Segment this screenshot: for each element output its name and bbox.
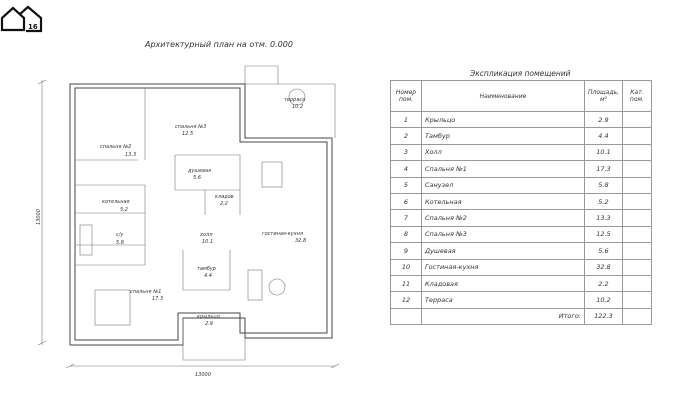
svg-text:2.9: 2.9 — [205, 321, 213, 327]
cell-area: 13.3 — [584, 209, 623, 227]
room-name: крыльцо — [197, 314, 220, 320]
room-name: тамбур — [197, 266, 216, 272]
room-name: спальня №2 — [100, 144, 131, 150]
room-name: кладов — [215, 194, 234, 200]
cell-area: 5.6 — [584, 242, 623, 260]
room-name: котельная — [102, 199, 130, 205]
svg-text:12.5: 12.5 — [182, 131, 193, 137]
svg-text:2.2: 2.2 — [220, 201, 228, 207]
svg-text:4.4: 4.4 — [204, 273, 212, 279]
room-name: терраса — [284, 97, 305, 103]
dimension-lines: 13000 13000 — [36, 79, 340, 378]
svg-text:10.1: 10.1 — [202, 239, 213, 245]
svg-text:13.3: 13.3 — [125, 152, 136, 158]
cell-area: 10.2 — [584, 291, 623, 309]
cell-n: 4 — [390, 160, 422, 178]
cell-n: 5 — [390, 176, 422, 194]
cell-name: Кладовая — [421, 274, 585, 293]
cell-name: Тамбур — [421, 127, 585, 145]
walls — [69, 65, 336, 361]
cell-area: 5.2 — [584, 192, 623, 211]
cell-name: Котельная — [421, 192, 585, 211]
cell-name: Холл — [421, 143, 585, 162]
cell-name: Спальня №2 — [421, 209, 585, 227]
cell-name: Душевая — [421, 242, 585, 260]
plan-title: Архитектурный план на отм. 0.000 — [144, 40, 293, 49]
svg-text:5.2: 5.2 — [120, 207, 128, 213]
svg-text:13000: 13000 — [195, 372, 211, 378]
cell-area: 2.2 — [584, 274, 623, 293]
cell-n: 7 — [390, 209, 422, 227]
cell-n: 8 — [390, 225, 422, 244]
cell-n: 9 — [390, 242, 422, 260]
cell-name: Крыльцо — [421, 110, 585, 129]
svg-text:16: 16 — [28, 23, 38, 31]
cell-area: 2.9 — [584, 110, 623, 129]
svg-text:5.6: 5.6 — [193, 175, 201, 181]
cell-n: 10 — [390, 258, 422, 276]
cell-name: Гостиная-кухня — [421, 258, 585, 276]
cell-n: 3 — [390, 143, 422, 162]
cell-name: Спальня №1 — [421, 160, 585, 178]
svg-text:17.3: 17.3 — [152, 296, 163, 302]
table-title: Экспликация помещений — [469, 69, 571, 78]
room-name: спальня №1 — [130, 289, 161, 295]
cell-name: Санузел — [421, 176, 585, 194]
room-name: гостиная-кухня — [262, 231, 303, 237]
table-total-row: Итого:122.3 — [390, 307, 652, 326]
room-name: холл — [199, 232, 213, 238]
cell-n: 2 — [390, 127, 422, 145]
svg-text:32.8: 32.8 — [295, 238, 306, 244]
cell-area: 32.8 — [584, 258, 623, 276]
room-name: с/у — [116, 232, 124, 238]
cell-n: 11 — [390, 274, 422, 293]
cell-n: 6 — [390, 192, 422, 211]
cell-name: Спальня №3 — [421, 225, 585, 244]
cell-n: 12 — [390, 291, 422, 309]
cell-area: 12.5 — [584, 225, 623, 244]
svg-text:5.8: 5.8 — [116, 240, 124, 246]
logo-house-icon: 16 — [0, 5, 43, 33]
cell-area: 5.8 — [584, 176, 623, 194]
cell-area: 10.1 — [584, 143, 623, 162]
room-name: спальня №3 — [175, 124, 206, 130]
cell-name: Терраса — [421, 291, 585, 309]
cell-n: 1 — [390, 110, 422, 129]
cell-area: 17.3 — [584, 160, 623, 178]
cell-area: 4.4 — [584, 127, 623, 145]
svg-text:13000: 13000 — [36, 209, 42, 225]
room-name: душевая — [187, 168, 211, 174]
svg-text:10.2: 10.2 — [292, 104, 303, 110]
